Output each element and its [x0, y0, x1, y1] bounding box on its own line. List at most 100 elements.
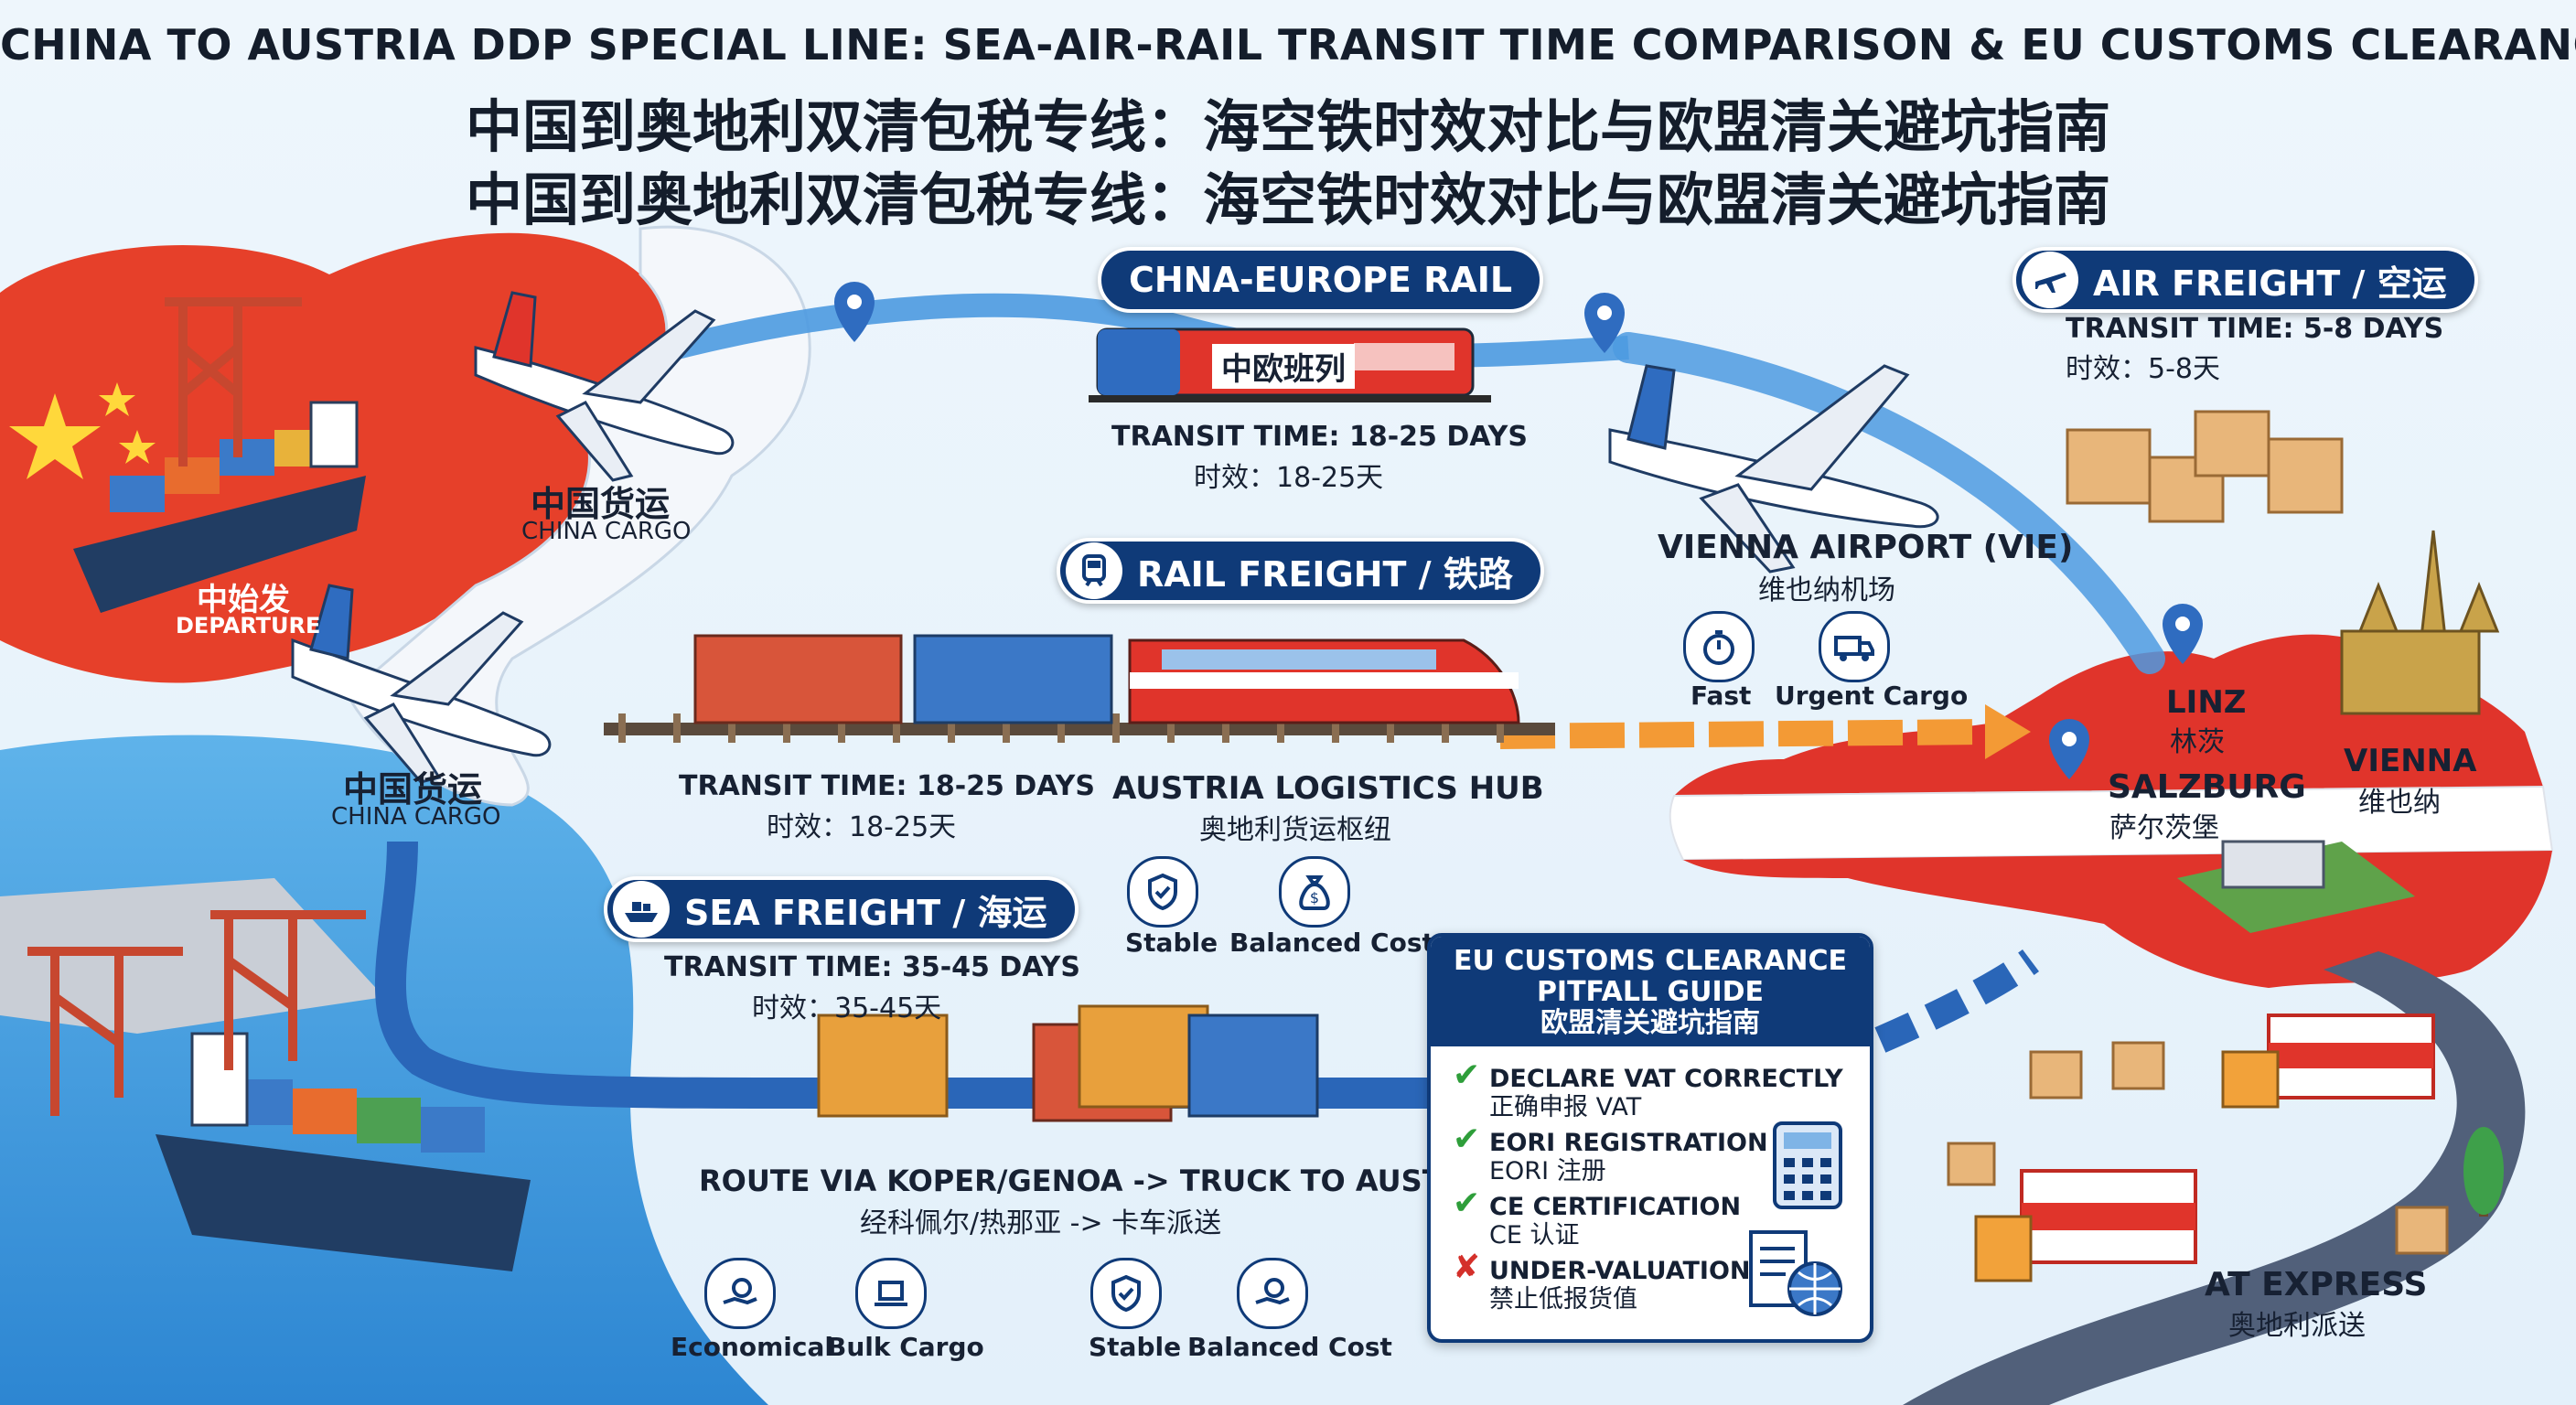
sea-transit-en: TRANSIT TIME: 35-45 DAYS: [664, 951, 1080, 983]
tree: [2463, 1127, 2504, 1217]
sea-icon-label: Bulk Cargo: [827, 1332, 984, 1362]
austria-map-red-top: [1674, 634, 2543, 796]
at-express-label-en: AT EXPRESS: [2205, 1266, 2428, 1303]
eu-guide-header: EU CUSTOMS CLEARANCE PITFALL GUIDE 欧盟清关避…: [1431, 937, 1870, 1046]
sea-icon-label: Economical: [671, 1332, 833, 1362]
badge-text: CHNA-EUROPE RAIL: [1129, 260, 1513, 300]
eu-guide-title-en: EU CUSTOMS CLEARANCE: [1454, 945, 1847, 977]
rail-icon-label: Stable: [1125, 928, 1218, 958]
shield-check-icon: [1090, 1258, 1162, 1329]
vienna-airport-zh: 维也纳机场: [1758, 574, 1895, 606]
train-icon: [1066, 542, 1122, 599]
china-europe-transit-en: TRANSIT TIME: 18-25 DAYS: [1111, 421, 1528, 453]
vienna-cathedral: [2340, 530, 2500, 715]
ship-icon: [613, 881, 670, 938]
china-cargo-label-en-2: CHINA CARGO: [331, 803, 501, 831]
vienna-airport-en: VIENNA AIRPORT (VIE): [1658, 529, 2074, 566]
stopwatch-icon: [1683, 611, 1755, 682]
document-globe-icon: [1749, 1230, 1842, 1316]
austria-hub-en: AUSTRIA LOGISTICS HUB: [1112, 770, 1544, 807]
sea-route: [374, 841, 1738, 1109]
china-europe-rail-badge: CHNA-EUROPE RAIL: [1098, 247, 1544, 313]
eu-guide-item: ✔ EORI REGISTRATION EORI 注册: [1453, 1123, 1768, 1186]
china-cargo-label-zh: 中国货运: [531, 484, 671, 524]
calculator-icon: [1773, 1121, 1842, 1209]
sea-freight-badge: SEA FREIGHT / 海运: [604, 876, 1079, 942]
rail-arrow-head: [1985, 704, 2031, 759]
delivery-road: [1903, 951, 2526, 1405]
location-pin: [834, 282, 875, 342]
badge-text: RAIL FREIGHT / 铁路: [1137, 553, 1513, 595]
china-europe-train-label: 中欧班列: [1212, 344, 1355, 389]
svg-text:$: $: [1310, 889, 1319, 906]
air-icon-label: Urgent Cargo: [1775, 681, 1969, 711]
port-crane: [27, 297, 366, 1116]
shield-check-icon: [1127, 856, 1198, 928]
eu-guide-item: ✘ UNDER-VALUATION 禁止低报货值: [1453, 1251, 1751, 1314]
badge-text: AIR FREIGHT / 空运: [2093, 263, 2447, 304]
location-pin: [1584, 293, 1625, 353]
sea-route-en: ROUTE VIA KOPER/GENOA -> TRUCK TO AUSTRI…: [699, 1164, 1498, 1198]
salzburg-label-en: SALZBURG: [2108, 768, 2306, 806]
location-pin: [2163, 604, 2203, 664]
sea-containers: [817, 1004, 1319, 1122]
title-chinese: 中国到奥地利双清包税专线：海空铁时效对比与欧盟清关避坑指南: [465, 93, 2110, 160]
money-hand-icon: [704, 1258, 776, 1329]
austria-hub-zh: 奥地利货运枢纽: [1199, 814, 1391, 846]
cargo-boxes: [1947, 410, 2449, 1255]
delivery-truck-1: [2221, 1014, 2435, 1109]
sea-transit-zh: 时效：35-45天: [752, 992, 942, 1024]
container-ship-top: [73, 401, 366, 613]
eu-guide-item-en: DECLARE VAT CORRECTLY: [1489, 1065, 1843, 1093]
eu-customs-guide-panel: EU CUSTOMS CLEARANCE PITFALL GUIDE 欧盟清关避…: [1427, 933, 1873, 1343]
container-ship-bottom: [156, 1032, 531, 1271]
vienna-label-zh: 维也纳: [2358, 787, 2441, 819]
rail-freight-train: [693, 634, 1520, 724]
air-transit-zh: 时效：5-8天: [2066, 353, 2220, 385]
cross-icon: ✘: [1453, 1249, 1481, 1286]
china-cargo-label-zh-2: 中国货运: [343, 769, 483, 810]
vienna-label-en: VIENNA: [2344, 743, 2477, 779]
air-icon-label: Fast: [1690, 681, 1752, 711]
rail-freight-badge: RAIL FREIGHT / 铁路: [1057, 538, 1544, 604]
airplane-china-2: [291, 584, 552, 784]
departure-label-en: DEPARTURE: [176, 613, 321, 638]
china-flag-small-star: [119, 430, 156, 464]
china-flag-big-star: [9, 393, 101, 479]
air-route: [1613, 332, 2165, 674]
china-europe-transit-zh: 时效：18-25天: [1194, 462, 1384, 494]
eu-guide-item-zh: CE 认证: [1489, 1221, 1580, 1249]
eu-guide-item-en: CE CERTIFICATION: [1489, 1193, 1742, 1221]
title-chinese-repeat: 中国到奥地利双清包税专线：海空铁时效对比与欧盟清关避坑指南: [465, 166, 2110, 233]
cargo-scale-icon: [855, 1258, 927, 1329]
china-flag-small-star: [99, 382, 135, 416]
delivery-truck-2: [1974, 1169, 2197, 1282]
airplane-vienna: [1608, 364, 1939, 574]
eu-guide-item: ✔ DECLARE VAT CORRECTLY 正确申报 VAT: [1453, 1059, 1843, 1122]
check-icon: ✔: [1453, 1056, 1481, 1094]
sea-route-zh: 经科佩尔/热那亚 -> 卡车派送: [860, 1207, 1222, 1239]
money-hand-icon: [1237, 1258, 1308, 1329]
money-bag-icon: $: [1279, 856, 1350, 928]
rail-transit-en: TRANSIT TIME: 18-25 DAYS: [679, 770, 1095, 802]
eu-guide-title-zh: 欧盟清关避坑指南: [1540, 1007, 1760, 1039]
vienna-logistics-hub: [2177, 840, 2415, 933]
at-express-label-zh: 奥地利派送: [2228, 1310, 2366, 1342]
check-icon: ✔: [1453, 1121, 1481, 1158]
rail-icon-label: Balanced Cost: [1229, 928, 1434, 958]
salzburg-label-zh: 萨尔茨堡: [2109, 812, 2219, 844]
title-english: CHINA TO AUSTRIA DDP SPECIAL LINE: SEA-A…: [0, 20, 2576, 70]
airplane-icon: [2022, 252, 2078, 308]
delivery-truck-icon: [1819, 611, 1890, 682]
airplane-china-1: [474, 291, 735, 482]
check-icon: ✔: [1453, 1185, 1481, 1222]
eu-guide-item-en: UNDER-VALUATION: [1489, 1257, 1751, 1285]
eu-guide-item-zh: 禁止低报货值: [1489, 1285, 1637, 1314]
eu-guide-item: ✔ CE CERTIFICATION CE 认证: [1453, 1187, 1742, 1250]
location-pin: [2049, 719, 2089, 779]
rail-transit-zh: 时效：18-25天: [767, 811, 957, 843]
sea-icon-label: Balanced Cost: [1187, 1332, 1392, 1362]
eu-guide-item-zh: EORI 注册: [1489, 1157, 1606, 1185]
